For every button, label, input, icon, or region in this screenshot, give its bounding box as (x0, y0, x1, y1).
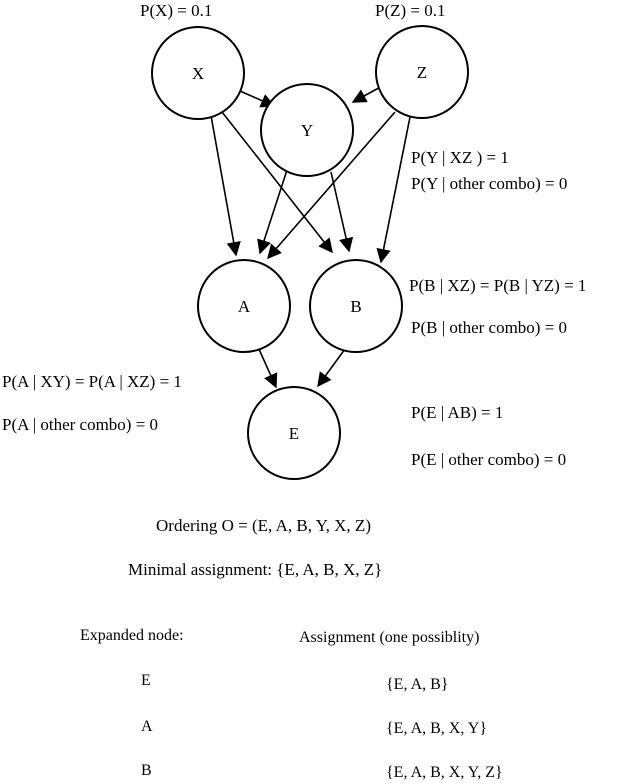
edge-y-b (330, 171, 354, 253)
node-x-circle (151, 26, 245, 120)
minimal-assignment-text: Minimal assignment: {E, A, B, X, Z} (128, 560, 382, 579)
node-x: X (151, 26, 245, 120)
node-b-label: B (350, 297, 361, 316)
node-a: A (197, 259, 291, 353)
node-e-circle (247, 386, 341, 480)
node-b-circle (309, 259, 403, 353)
edges (209, 83, 411, 389)
table-row-2-node: A (141, 718, 153, 735)
node-y: Y (260, 83, 354, 177)
prob-z: P(Z) = 0.1 (375, 1, 446, 20)
table-row-3-node: B (141, 762, 152, 779)
prob-e-other: P(E | other combo) = 0 (411, 450, 566, 469)
node-z-label: Z (417, 63, 427, 82)
prob-b-xz-yz: P(B | XZ) = P(B | YZ) = 1 (409, 276, 586, 295)
expansion-table: Expanded node: Assignment (one possiblit… (80, 627, 503, 781)
prob-a-xy-xz: P(A | XY) = P(A | XZ) = 1 (2, 372, 182, 391)
prob-b-other: P(B | other combo) = 0 (411, 318, 567, 337)
edge-a-e (257, 346, 278, 389)
node-a-circle (197, 259, 291, 353)
node-e-label: E (289, 424, 299, 443)
ordering-text: Ordering O = (E, A, B, Y, X, Z) (156, 516, 371, 535)
table-row-2-assignment: {E, A, B, X, Y} (386, 720, 487, 737)
edge-x-a (209, 109, 241, 257)
prob-x: P(X) = 0.1 (140, 1, 212, 20)
node-a-label: A (238, 297, 251, 316)
prob-y-xz: P(Y | XZ ) = 1 (411, 148, 509, 167)
table-row-1-node: E (141, 672, 151, 689)
node-y-label: Y (301, 121, 313, 140)
edge-z-b (376, 116, 411, 264)
edge-y-a (257, 169, 288, 255)
prob-a-other: P(A | other combo) = 0 (2, 415, 158, 434)
edge-x-b (221, 111, 333, 254)
edge-z-a (267, 111, 396, 260)
prob-e-ab: P(E | AB) = 1 (411, 403, 503, 422)
table-row-1-assignment: {E, A, B} (386, 676, 448, 693)
node-z: Z (375, 25, 469, 119)
node-y-circle (260, 83, 354, 177)
edge-b-e (317, 348, 346, 388)
node-z-circle (375, 25, 469, 119)
table-header-node: Expanded node: (80, 627, 184, 644)
table-row-3-assignment: {E, A, B, X, Y, Z} (386, 764, 503, 781)
prob-y-other: P(Y | other combo) = 0 (411, 174, 567, 193)
node-e: E (247, 386, 341, 480)
node-x-label: X (192, 64, 204, 83)
node-b: B (309, 259, 403, 353)
table-header-assignment: Assignment (one possiblity) (299, 629, 479, 646)
